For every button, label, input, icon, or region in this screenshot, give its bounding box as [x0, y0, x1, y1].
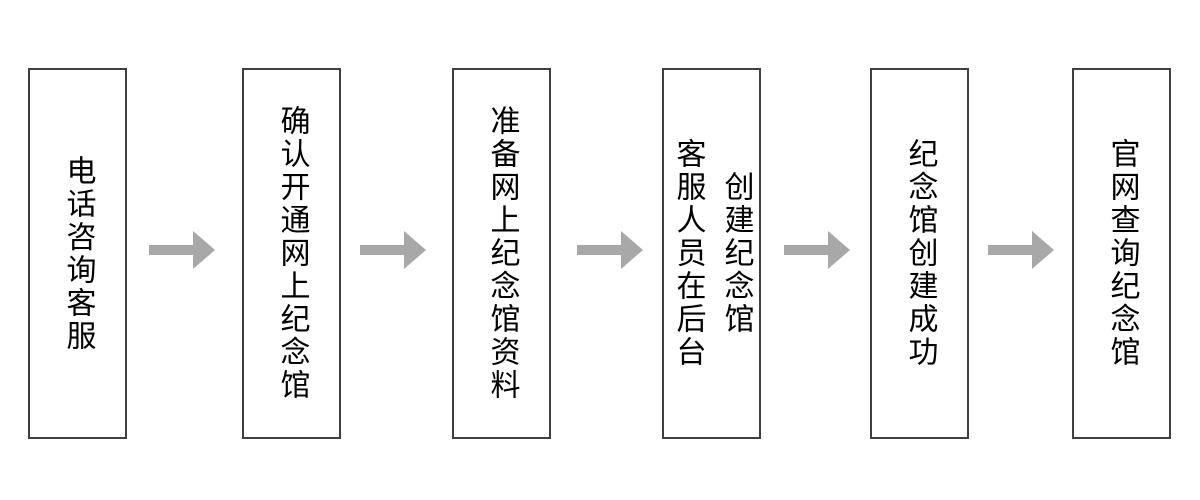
flow-step-label: 纪念馆创建成功	[903, 138, 937, 369]
flow-step-label: 客服人员在后台 创建纪念馆	[671, 138, 753, 369]
flow-step-prepare-materials: 准备网上纪念馆资料	[452, 68, 551, 439]
flow-step-label: 官网查询纪念馆	[1105, 138, 1139, 369]
flow-step-label: 准备网上纪念馆资料	[485, 105, 519, 402]
flow-step-create-success: 纪念馆创建成功	[870, 68, 969, 439]
flow-step-official-site-query: 官网查询纪念馆	[1072, 68, 1171, 439]
right-arrow-icon	[360, 230, 426, 270]
right-arrow-icon	[577, 230, 643, 270]
flow-step-confirm-open: 确认开通网上纪念馆	[242, 68, 341, 439]
flow-step-label: 电话咨询客服	[61, 154, 95, 353]
right-arrow-icon	[784, 230, 850, 270]
right-arrow-icon	[988, 230, 1054, 270]
flow-step-label: 确认开通网上纪念馆	[275, 105, 309, 402]
right-arrow-icon	[149, 230, 215, 270]
flow-step-phone-consult: 电话咨询客服	[28, 68, 127, 439]
flow-step-staff-create: 客服人员在后台 创建纪念馆	[662, 68, 761, 439]
